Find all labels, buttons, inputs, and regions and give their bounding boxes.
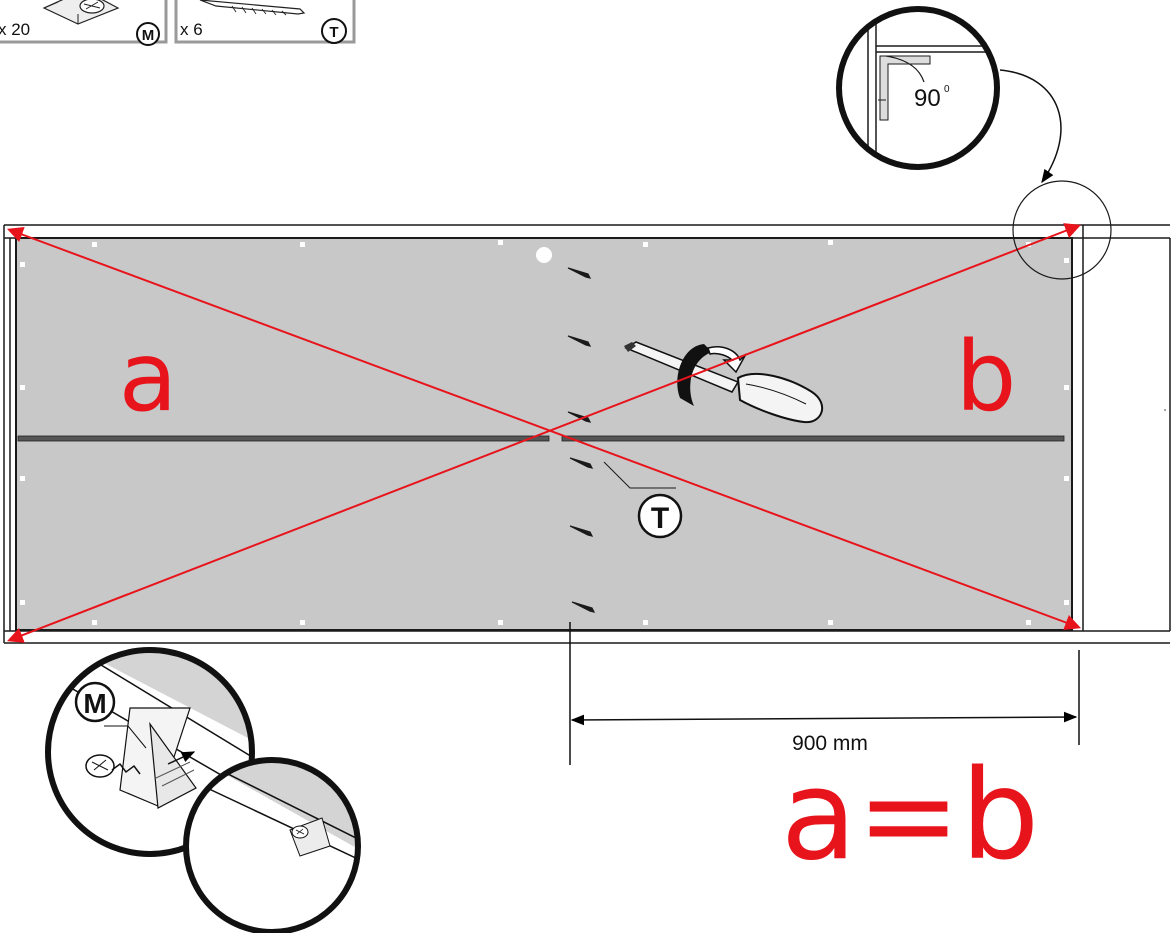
- connector-icon: [42, 0, 120, 25]
- parts-legend: x 20 M x 6 T: [0, 0, 356, 46]
- left-side: [3, 225, 11, 643]
- hole-marker: [536, 247, 552, 263]
- connector-callout-label: M: [83, 688, 106, 719]
- connector-marker: [20, 262, 25, 267]
- corner-focus-circle: [1012, 180, 1112, 280]
- width-dimension: [569, 622, 1080, 765]
- stray-dot: [1164, 409, 1166, 411]
- diagonal-measurements: [7, 223, 1081, 643]
- connector-marker: [20, 385, 25, 390]
- callout-arrow: [999, 69, 1062, 184]
- screw-count: x 6: [180, 20, 203, 39]
- panel-joint-right: [561, 435, 1065, 442]
- connector-marker: [20, 476, 25, 481]
- diagonal-a-label: a: [119, 321, 178, 433]
- connector-marker: [300, 242, 305, 247]
- angle-unit: 0: [944, 84, 950, 95]
- screw-id: T: [329, 24, 338, 41]
- connector-marker: [498, 240, 503, 245]
- connector-marker: [20, 600, 25, 605]
- connector-marker: [643, 242, 648, 247]
- diagonal-b-label: b: [956, 321, 1017, 433]
- connector-marker: [1026, 620, 1031, 625]
- connector-marker: [828, 620, 833, 625]
- screw-icon: [199, 0, 306, 16]
- connector-id: M: [142, 27, 155, 44]
- diagonal-equation: a=b: [781, 744, 1040, 888]
- angle-value: 90: [914, 85, 941, 112]
- connector-count: x 20: [0, 20, 30, 39]
- width-dimension-label: 900 mm: [792, 732, 868, 755]
- connector-id-badge: [136, 22, 160, 46]
- connector-installed-callout: [183, 757, 361, 933]
- connector-marker: [1064, 600, 1069, 605]
- connector-marker: [828, 240, 833, 245]
- diagonal-b: [7, 223, 1081, 643]
- connector-marker: [1064, 476, 1069, 481]
- panel-joint-left: [17, 435, 550, 442]
- screw-id-badge: [321, 18, 347, 44]
- connector-marker: [1064, 385, 1069, 390]
- bottom-rail: [4, 630, 1170, 644]
- connector-marker: [92, 620, 97, 625]
- connector-marker: [300, 620, 305, 625]
- dimension-line: [570, 711, 1078, 726]
- connector-marker: [92, 242, 97, 247]
- connector-marker: [498, 620, 503, 625]
- screw-callout-label: T: [651, 502, 669, 535]
- connector-callout-badge: [74, 681, 116, 723]
- connector-marker: [1064, 258, 1069, 263]
- right-angle-callout: 90 0: [836, 6, 1112, 280]
- top-rail: [4, 224, 1170, 239]
- connector-marker: [643, 620, 648, 625]
